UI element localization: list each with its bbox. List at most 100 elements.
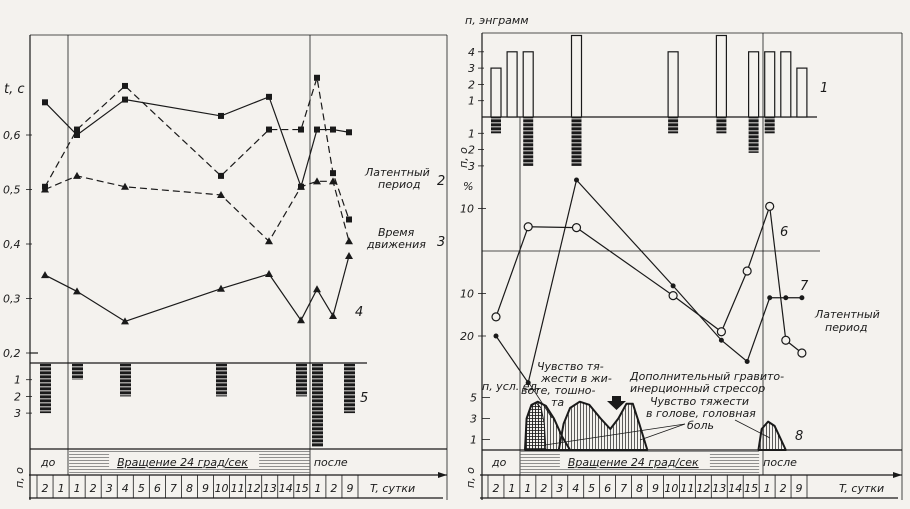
series-2b-line: [44, 77, 350, 220]
series-2a-point: [122, 96, 128, 103]
svg-text:в голове, головная: в голове, головная: [646, 407, 756, 420]
before-label: до: [491, 456, 507, 469]
timeline-cell: 9: [202, 482, 209, 495]
series-3-point: [73, 171, 81, 179]
series-2a-point: [74, 132, 80, 138]
error-bar: [120, 363, 131, 397]
timeline-cell: 2: [330, 482, 337, 495]
symptom-area-head-rotation: [557, 400, 649, 451]
tick-label: 1: [468, 95, 475, 108]
annotation-stressor: Дополнительный гравито- инерционный стре…: [607, 370, 784, 410]
error-bar: [571, 117, 582, 166]
series-2a-point: [330, 126, 336, 133]
series-6-point: [742, 266, 752, 276]
series-2a-line: [44, 96, 350, 189]
series-2b-point: [122, 82, 128, 89]
y-tick-label: 0,5: [3, 184, 21, 197]
row-label: п, о: [13, 467, 26, 488]
timeline-cell: 8: [636, 482, 643, 495]
timeline-cell: 12: [247, 482, 261, 495]
error-bar: [523, 117, 534, 166]
errors-left-bars: [40, 363, 355, 447]
timeline-cell: 4: [122, 482, 129, 495]
series-7-point: [744, 359, 750, 364]
timeline-cell: 11: [680, 482, 694, 495]
rotation-label: Вращение 24 град/сек: [568, 456, 699, 469]
bar-tick-label: 3: [14, 407, 21, 420]
engram-bars: [490, 34, 808, 166]
svg-text:Чувство тяжести: Чувство тяжести: [650, 395, 749, 408]
engram-bar: [764, 51, 776, 118]
timeline-cell: 14: [728, 482, 742, 495]
latent-label: период: [825, 321, 867, 334]
after-label: после: [763, 456, 797, 469]
series-2a-point: [314, 126, 320, 133]
tick-label: 1: [470, 434, 477, 447]
engram-bar: [667, 51, 679, 118]
engram-bar: [490, 67, 502, 118]
series-3-point: [41, 185, 49, 193]
row-label: п, о: [464, 467, 477, 488]
error-bar: [764, 117, 775, 134]
series-6-line: [495, 206, 803, 354]
series-3-point: [313, 177, 321, 185]
series-4-point: [345, 251, 353, 259]
down-arrow-icon: [607, 396, 626, 410]
timeline-cell: 1: [58, 482, 65, 495]
timeline-cell: 5: [588, 482, 595, 495]
svg-text:та: та: [551, 396, 564, 409]
series-4-number: 4: [355, 305, 363, 320]
bars-1-number: 1: [820, 81, 828, 96]
tick-label: 3: [468, 160, 475, 173]
series-2a-point: [42, 99, 48, 106]
symptom-area-head-after: [757, 420, 787, 451]
series-6-point: [491, 312, 501, 322]
svg-text:Чувство тя-: Чувство тя-: [537, 360, 604, 373]
error-bar: [668, 117, 679, 134]
timeline-cell: 9: [652, 482, 659, 495]
timeline-cell: 8: [186, 482, 193, 495]
series-2b-point: [266, 126, 272, 133]
series-3-point: [217, 190, 225, 198]
symptom-axis-label: п, усл. ед.: [482, 380, 541, 393]
series-6-point: [781, 335, 791, 345]
series-7-number: 7: [800, 279, 809, 294]
series-3-number: 3: [437, 235, 445, 250]
tick-label: 1: [468, 127, 475, 140]
series-6-point: [571, 223, 582, 233]
after-label: после: [314, 456, 348, 469]
series-7-point: [574, 177, 579, 183]
tick-label: 3: [468, 62, 475, 75]
series-3-line: [44, 175, 350, 243]
timeline-cell: 1: [764, 482, 771, 495]
label-bg: [559, 454, 710, 469]
symptom-ticks: 135: [470, 392, 490, 447]
timeline-cell: 1: [314, 482, 321, 495]
engram-bar: [570, 34, 583, 118]
percent-label: %: [463, 180, 473, 193]
error-bar: [72, 363, 83, 380]
bars-5-number: 5: [360, 391, 368, 406]
timeline-cell: 7: [170, 482, 177, 495]
error-bar: [748, 117, 759, 153]
timeline-cell: 6: [604, 482, 611, 495]
timeline-cell: 13: [712, 482, 726, 495]
series-3-point: [329, 177, 337, 185]
rotation-label: Вращение 24 град/сек: [117, 456, 248, 469]
timeline-cell: 2: [540, 482, 547, 495]
series-6-point: [797, 348, 807, 358]
bar-tick-label: 1: [14, 374, 21, 387]
series-7-point: [799, 295, 805, 301]
series-4-point: [329, 311, 337, 319]
svg-text:воте, тошно-: воте, тошно-: [521, 384, 596, 397]
before-label: до: [40, 456, 56, 469]
tick-label: 5: [470, 392, 477, 405]
series-4-point: [297, 316, 305, 324]
timeline-cell: 7: [620, 482, 627, 495]
series-2-label: Латентный: [364, 166, 430, 179]
timeline-cell: 5: [138, 482, 145, 495]
